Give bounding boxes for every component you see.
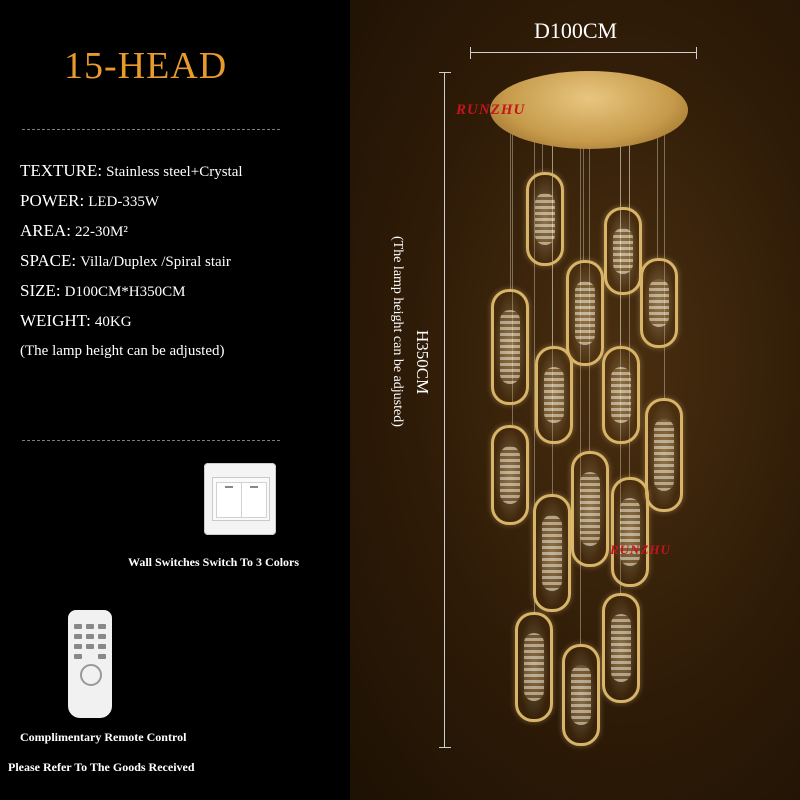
pendant-ring (640, 258, 678, 348)
spec-power: POWER: LED-335W (20, 191, 160, 210)
pendant-ring (645, 398, 683, 512)
head-count-title: 15-HEAD (64, 45, 228, 87)
diameter-label: D100CM (534, 18, 618, 43)
ceiling-canopy (490, 71, 688, 149)
spec-weight: WEIGHT: 40KG (20, 311, 132, 330)
diameter-dimension-line (470, 47, 697, 59)
spec-size: SIZE: D100CM*H350CM (20, 281, 186, 300)
pendant-ring (533, 494, 571, 612)
spec-area: AREA: 22-30M² (20, 221, 128, 240)
footnote: Please Refer To The Goods Received (8, 760, 195, 774)
pendant-ring (571, 451, 609, 567)
height-label: H350CM (413, 330, 432, 395)
remote-control-image (68, 610, 112, 718)
pendant-ring (602, 593, 640, 703)
height-dimension-line (439, 72, 451, 748)
pendant-ring (602, 346, 640, 444)
pendant-ring (562, 644, 600, 746)
pendant-ring (566, 260, 604, 366)
brand-watermark: RUNZHU (456, 102, 526, 118)
spec-list: TEXTURE: Stainless steel+Crystal POWER: … (20, 158, 243, 368)
remote-caption: Complimentary Remote Control (20, 730, 187, 744)
wall-switch-image (204, 463, 276, 535)
divider (22, 440, 280, 441)
pendant-ring (526, 172, 564, 266)
pendant-ring (611, 477, 649, 587)
pendant-ring (515, 612, 553, 722)
divider (22, 129, 280, 130)
pendant-ring (491, 289, 529, 405)
height-note: (The lamp height can be adjusted) (390, 236, 405, 427)
spec-space: SPACE: Villa/Duplex /Spiral stair (20, 251, 231, 270)
spec-panel: 15-HEAD TEXTURE: Stainless steel+Crystal… (0, 0, 350, 800)
brand-watermark: RUNZHU (610, 542, 671, 557)
pendant-ring (535, 346, 573, 444)
spec-note: (The lamp height can be adjusted) (20, 343, 225, 359)
pendant-ring (491, 425, 529, 525)
spec-texture: TEXTURE: Stainless steel+Crystal (20, 161, 243, 180)
pendant-ring (604, 207, 642, 295)
switch-caption: Wall Switches Switch To 3 Colors (128, 555, 300, 569)
